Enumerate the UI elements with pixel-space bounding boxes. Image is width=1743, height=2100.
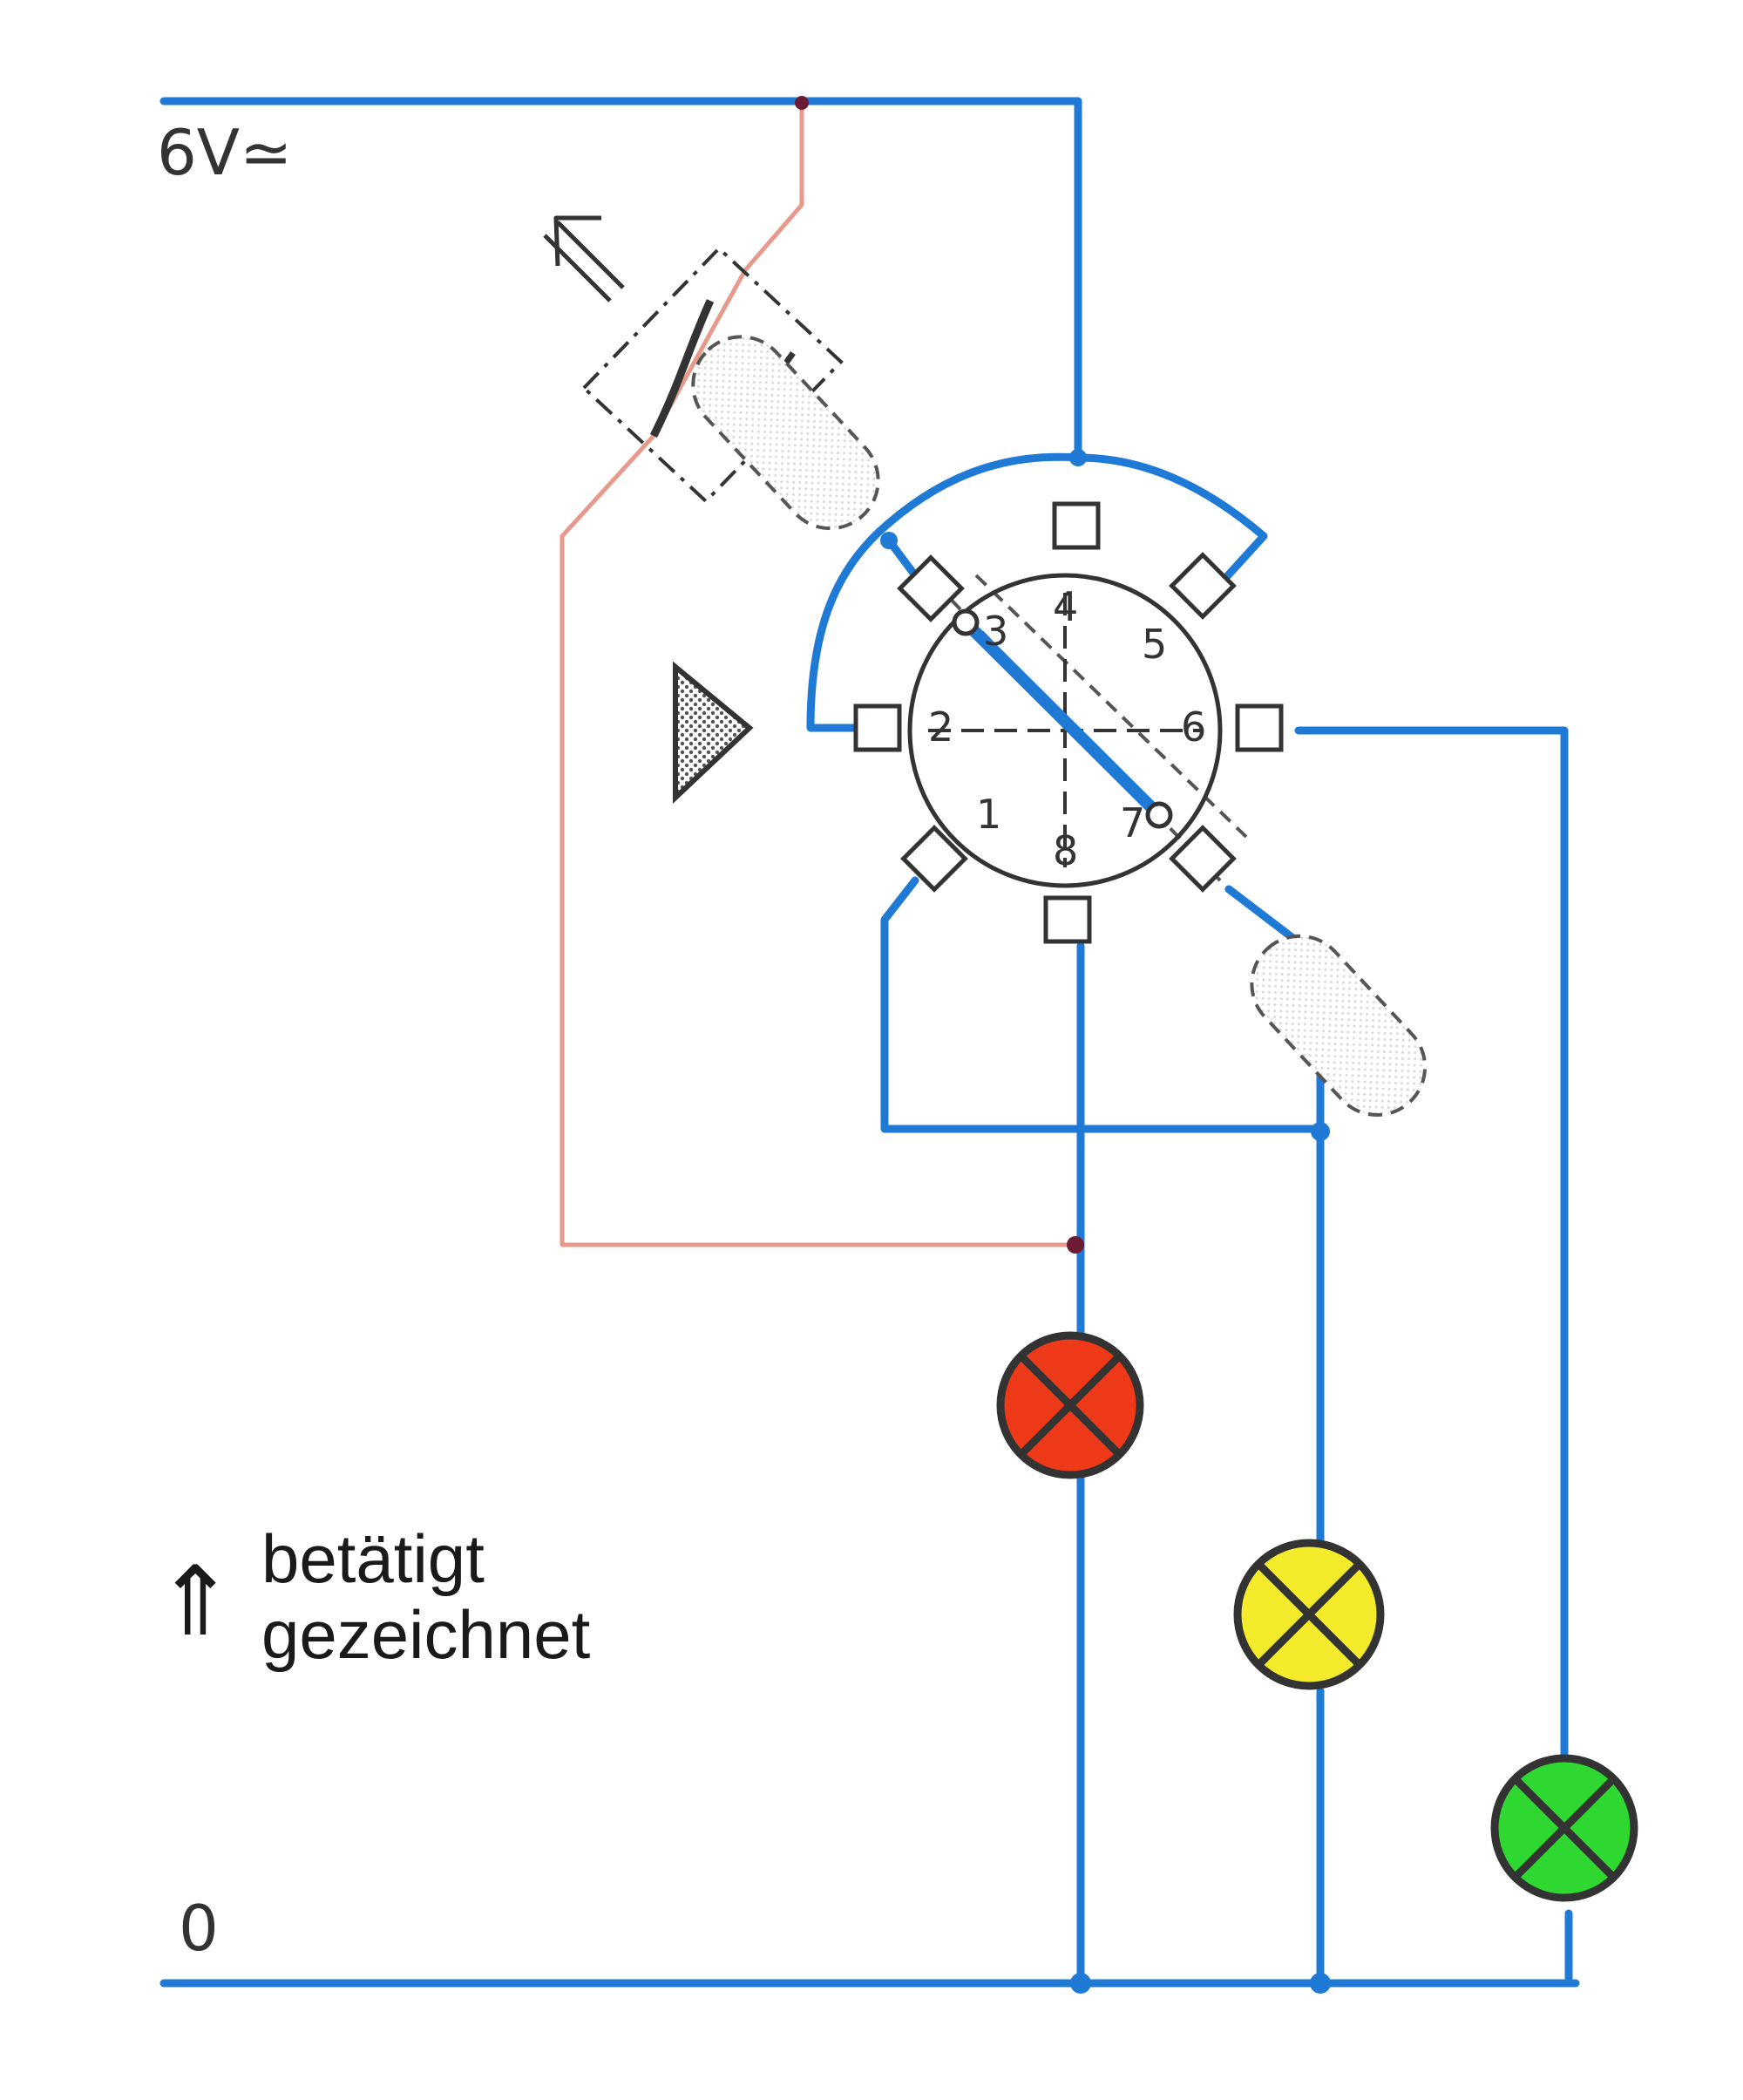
- junction-dot-ground-red: [1070, 1973, 1091, 1994]
- junction-dot-supply: [795, 96, 809, 110]
- dial-label-5: 5: [1142, 621, 1167, 668]
- rotary-dial: [907, 573, 1223, 888]
- green-lamp: [1490, 1754, 1638, 1902]
- contact-1-link: [880, 876, 1325, 1133]
- actuation-arrow-icon: [543, 215, 625, 302]
- rotary-wiper: [960, 616, 1165, 821]
- dial-label-8: 8: [1053, 827, 1078, 874]
- contact-4: [1052, 501, 1101, 550]
- legend-arrow-icon: ⇑: [155, 1548, 235, 1655]
- junction-dot-yellow: [1311, 1122, 1330, 1141]
- dial-label-3: 3: [983, 608, 1008, 655]
- contact-6: [1235, 703, 1284, 752]
- rotary-switch: 1 2 3 4 5 6 7 8: [853, 501, 1284, 944]
- legend-text-line-2: gezeichnet: [261, 1596, 591, 1673]
- contact-8: [1043, 895, 1092, 944]
- contact-5: [1169, 552, 1237, 620]
- supply-voltage-label: 6V≃: [157, 116, 292, 189]
- junction-dot-feed: [1067, 1236, 1084, 1254]
- contact-bridge-arc-top: [885, 452, 1268, 588]
- dial-label-2: 2: [928, 703, 953, 751]
- dial-label-6: 6: [1181, 703, 1206, 751]
- contact-bridge-arc-left: [806, 519, 893, 732]
- junction-dot-top: [1069, 449, 1087, 466]
- contact-3: [897, 554, 965, 622]
- contact-1: [900, 825, 968, 893]
- legend-text-line-1: betätigt: [261, 1520, 485, 1597]
- contact-7: [1169, 825, 1237, 893]
- junction-dot-left: [880, 532, 898, 549]
- contact-2: [853, 703, 902, 752]
- actuator-linkage: [691, 335, 1428, 1117]
- yellow-lamp: [1233, 1539, 1385, 1690]
- dial-label-7: 7: [1120, 799, 1145, 846]
- ground-label: 0: [179, 1892, 219, 1965]
- green-lamp-wire: [1294, 726, 1569, 1791]
- junction-dot-ground-yellow: [1310, 1973, 1331, 1994]
- direction-triangle-icon: [673, 661, 754, 804]
- dial-label-4: 4: [1053, 583, 1078, 630]
- dial-label-1: 1: [976, 791, 1001, 838]
- red-lamp: [996, 1331, 1144, 1479]
